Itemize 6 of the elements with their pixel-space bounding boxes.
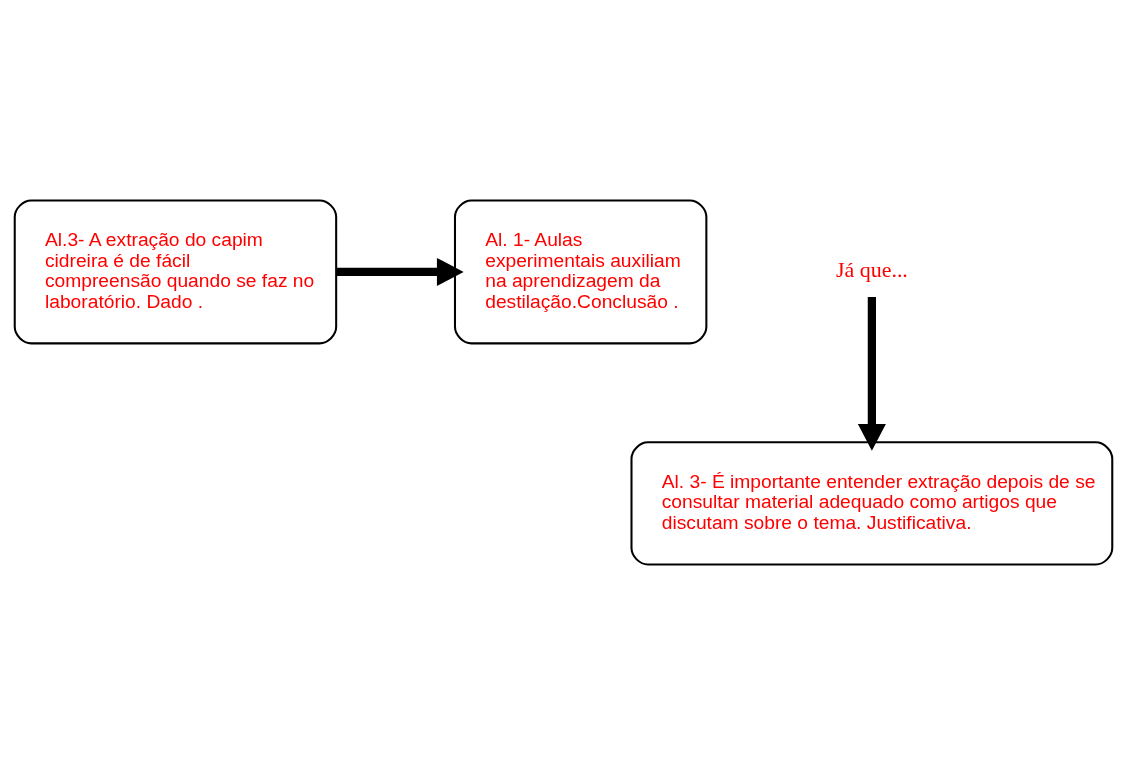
node-text: Já que...: [835, 256, 908, 282]
arrow: [336, 257, 464, 286]
node-box: Al. 3- É importante entender extração depois de se consultar material adequado como artigos que discutam sobre o tema. Justificativa.: [630, 440, 1114, 566]
arrow: [857, 296, 886, 451]
node-box: Al. 1- Aulas experimentais auxiliam na aprendizagem da destilação.Conclusão .: [453, 198, 708, 344]
node-box: Al.3- A extração do capim cidreira é de fácil compreensão quando se faz no laboratório. Dado .: [13, 198, 338, 344]
